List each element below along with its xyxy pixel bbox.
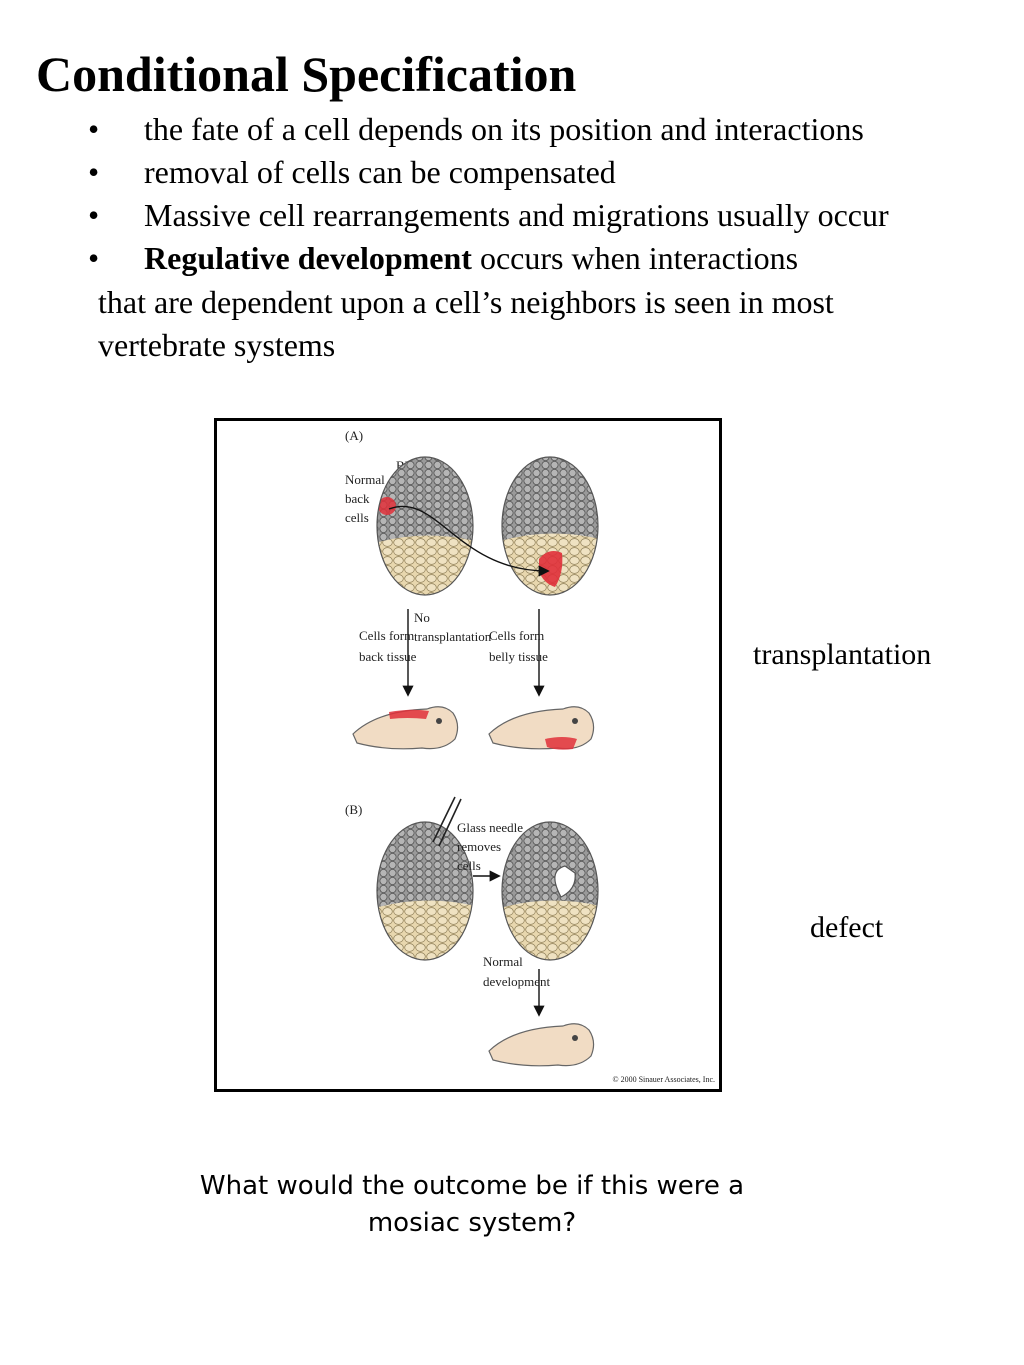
bullet-position: • the fate of a cell depends on its posit… [88,109,864,149]
tadpole-belly-tissue [488,706,595,750]
panel-b-label: (B) [345,802,362,817]
tadpole-back-tissue [352,706,459,750]
donor-blastula [377,457,473,595]
cells-form-back-label-2: back tissue [359,649,417,664]
normal-development-label-1: Normal [483,954,523,969]
no-transplant-label-2: transplantation [414,629,492,644]
bullet-rearrangements: • Massive cell rearrangements and migrati… [88,195,889,235]
bullet-marker: • [88,111,100,147]
normal-development-label-2: development [483,974,551,989]
glass-needle-label-2: removes [457,839,501,854]
embryo-figure: (A) Blastula Normal back cells No transp… [214,418,722,1092]
defect-label: defect [810,911,884,944]
bullet-marker: • [88,154,100,190]
blastula-before-removal [377,822,473,960]
bullet-continuation-2: vertebrate systems [98,327,336,363]
bullet-text: the fate of a cell depends on its positi… [144,111,864,147]
bullet-continuation-1: that are dependent upon a cell’s neighbo… [98,284,834,320]
normal-back-cells-label-3: cells [345,510,369,525]
glass-needle-label-1: Glass needle [457,820,523,835]
bullet-removal: • removal of cells can be compensated [88,152,616,192]
question-text: What would the outcome be if this were a… [120,1168,824,1242]
embryo-diagram: (A) Blastula Normal back cells No transp… [345,428,715,1084]
blastula-after-removal [502,822,598,960]
bullet-regulative: • Regulative development occurs when inte… [88,238,798,278]
glass-needle [432,796,462,847]
glass-needle-label-3: cells [457,858,481,873]
tadpole-normal [488,1023,595,1067]
bullet-text: occurs when interactions [471,240,799,276]
normal-back-cells-label-2: back [345,491,370,506]
cells-form-back-label-1: Cells form [359,628,414,643]
cells-form-belly-label-1: Cells form [489,628,544,643]
question-line-2: mosiac system? [367,1208,577,1238]
bullet-marker: • [88,197,100,233]
panel-a-label: (A) [345,428,363,443]
bullet-text: Massive cell rearrangements and migratio… [144,197,889,233]
bullet-text: removal of cells can be compensated [144,154,616,190]
question-line-1: What would the outcome be if this were a [199,1171,745,1201]
transplantation-label: transplantation [753,638,932,671]
normal-back-cells-label-1: Normal [345,472,385,487]
cells-form-belly-label-2: belly tissue [489,649,548,664]
slide-title: Conditional Specification [36,46,577,102]
copyright-note: © 2000 Sinauer Associates, Inc. [612,1075,715,1084]
transplant-arrow [388,505,550,577]
host-blastula [502,457,598,595]
bullet-marker: • [88,240,100,276]
no-transplant-label-1: No [414,610,430,625]
bullet-bold-term: Regulative development [144,240,472,276]
